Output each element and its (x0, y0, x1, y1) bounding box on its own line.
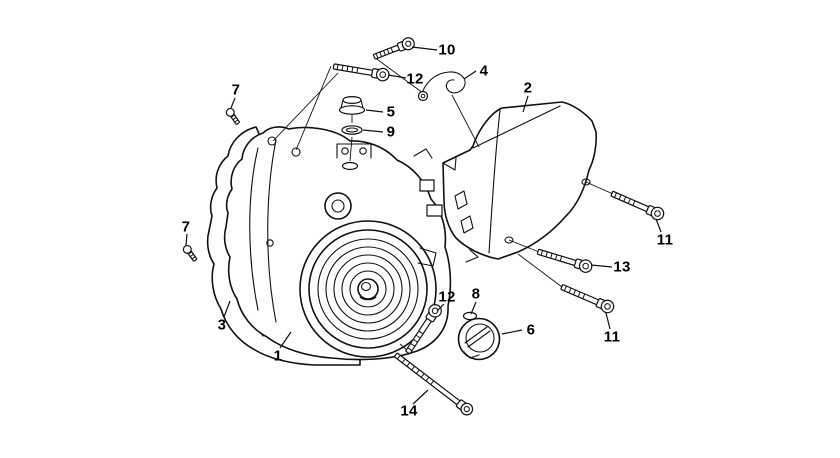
crankcase-cover-part-1 (223, 126, 452, 361)
callout-2: 2 (523, 79, 533, 97)
assembly-lines (272, 56, 614, 352)
screw-part-7-left (181, 243, 200, 264)
side-cover-part-2 (442, 101, 597, 263)
cap-part-6 (457, 317, 501, 361)
callout-1: 1 (273, 347, 283, 365)
screw-part-7-upper (224, 106, 242, 127)
oring-part-8 (462, 311, 478, 321)
callout-9: 9 (386, 123, 396, 141)
callout-8: 8 (471, 285, 481, 303)
bolt-part-13 (535, 245, 594, 275)
callout-7-left: 7 (181, 218, 191, 236)
callout-11-lower: 11 (603, 328, 621, 346)
bracket-part-4 (417, 71, 466, 102)
callout-13: 13 (613, 258, 631, 276)
callout-3: 3 (217, 316, 227, 334)
callout-4: 4 (479, 62, 489, 80)
leader-lines (185, 46, 662, 405)
bolt-part-11-lower (558, 280, 617, 316)
callout-6: 6 (526, 321, 536, 339)
oring-part-9 (341, 125, 363, 135)
callout-10: 10 (438, 41, 456, 59)
callout-12-lower: 12 (438, 288, 456, 306)
callout-7-top: 7 (231, 81, 241, 99)
cap-part-5 (338, 95, 366, 115)
callout-14: 14 (400, 402, 418, 420)
bolt-part-10 (371, 35, 417, 64)
cover-ring-boss (299, 220, 437, 358)
callout-12-top: 12 (406, 70, 424, 88)
callout-5: 5 (386, 103, 396, 121)
callout-11-upper: 11 (656, 231, 674, 249)
bolt-part-11-upper (608, 187, 667, 223)
bolt-part-12-top (332, 59, 391, 83)
